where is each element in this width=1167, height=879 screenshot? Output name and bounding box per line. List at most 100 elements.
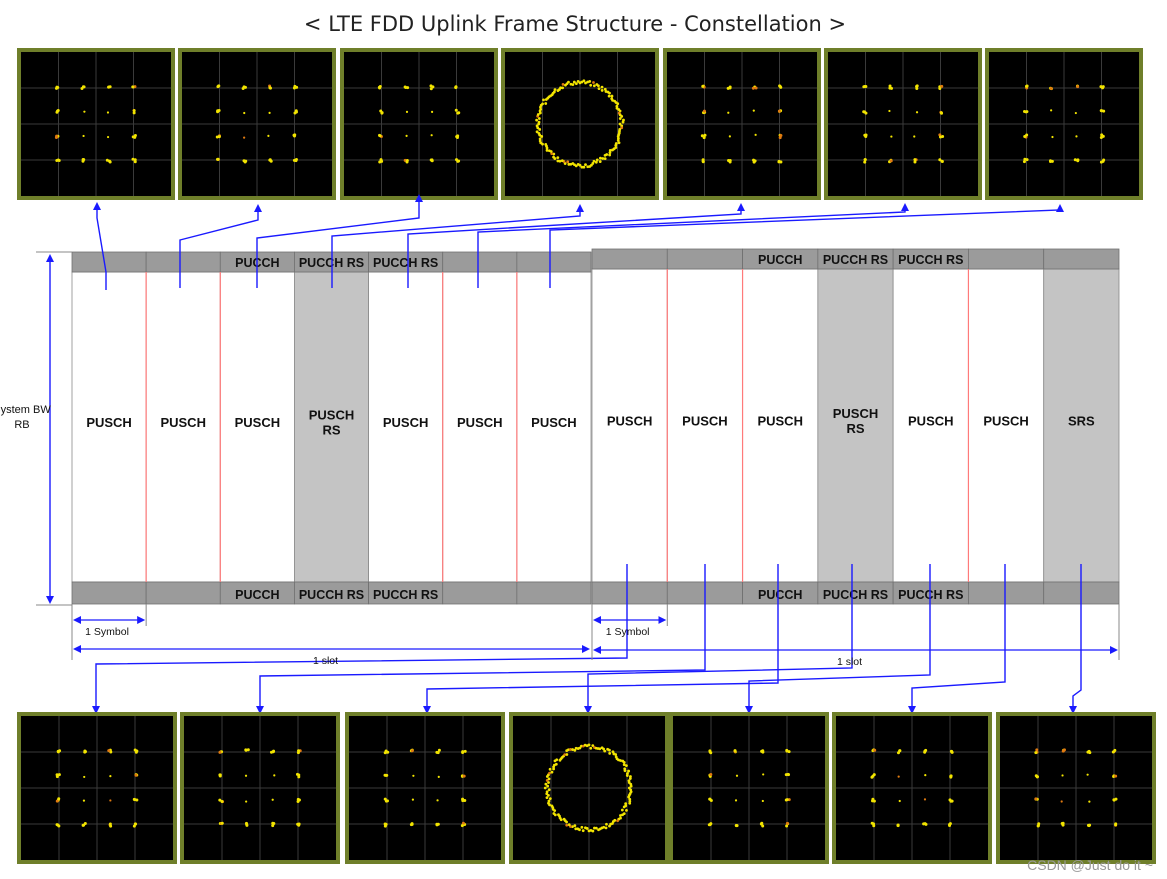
symbol-body bbox=[892, 268, 969, 583]
constellation-point bbox=[567, 162, 571, 166]
constellation-point bbox=[1102, 109, 1106, 113]
slot-width-label: 1 slot bbox=[313, 655, 338, 667]
constellation-point bbox=[135, 798, 139, 802]
constellation-point bbox=[559, 86, 562, 90]
constellation-point bbox=[293, 111, 297, 115]
constellation-point bbox=[620, 115, 624, 118]
symbol-label: PUSCH bbox=[757, 414, 803, 429]
constellation-point bbox=[544, 782, 548, 786]
constellation-point bbox=[1022, 160, 1026, 164]
constellation-point bbox=[1088, 823, 1092, 827]
constellation-point bbox=[620, 808, 624, 812]
top-control-band bbox=[1043, 248, 1120, 270]
constellation-point bbox=[1111, 750, 1115, 754]
constellation-point bbox=[1099, 136, 1103, 140]
top-control-band bbox=[666, 248, 743, 270]
constellation-point bbox=[1050, 109, 1053, 112]
bottom-connector-arrow bbox=[908, 564, 1006, 714]
top-control-band bbox=[968, 248, 1045, 270]
constellation-point bbox=[552, 152, 556, 156]
constellation-point bbox=[608, 751, 612, 755]
constellation-point bbox=[618, 122, 622, 126]
constellation-point bbox=[623, 769, 627, 773]
constellation-point bbox=[380, 111, 384, 115]
constellation-point bbox=[541, 102, 544, 106]
constellation-point bbox=[1023, 110, 1027, 114]
constellation-point bbox=[552, 812, 556, 815]
symbol-column: SRS bbox=[1043, 248, 1120, 605]
bottom-band-label: PUCCH RS bbox=[823, 588, 888, 602]
constellation-point bbox=[567, 823, 571, 827]
constellation-point bbox=[727, 159, 731, 163]
constellation-point bbox=[405, 159, 409, 163]
constellation-point bbox=[591, 744, 595, 747]
top-control-band bbox=[516, 251, 592, 273]
constellation-point bbox=[133, 85, 137, 89]
constellation-point bbox=[553, 88, 557, 92]
constellation-point bbox=[108, 822, 112, 826]
constellation-point bbox=[297, 749, 301, 753]
constellation-point bbox=[218, 773, 222, 777]
constellation-point bbox=[567, 748, 570, 752]
constellation-point bbox=[411, 798, 414, 801]
symbol-label: RS bbox=[322, 423, 340, 438]
constellation-point bbox=[735, 824, 739, 828]
constellation-point bbox=[624, 802, 628, 806]
constellation-point bbox=[924, 748, 928, 752]
constellation-point bbox=[578, 746, 582, 750]
bottom-control-band bbox=[71, 581, 147, 605]
constellation-point bbox=[538, 128, 542, 131]
constellation-point bbox=[244, 748, 248, 752]
constellation-point bbox=[243, 85, 247, 89]
constellation-point bbox=[727, 111, 730, 114]
constellation-point bbox=[1114, 774, 1118, 778]
constellation-point bbox=[754, 86, 758, 90]
constellation-point bbox=[586, 165, 590, 169]
constellation-point bbox=[627, 769, 631, 773]
constellation-point bbox=[940, 84, 944, 88]
constellation-point bbox=[292, 158, 296, 162]
constellation-point bbox=[703, 133, 707, 137]
constellation-point bbox=[243, 111, 246, 115]
symbol-body bbox=[591, 268, 668, 583]
constellation-point bbox=[572, 80, 576, 84]
symbol-label: PUSCH bbox=[86, 415, 132, 430]
symbol-body bbox=[817, 268, 894, 583]
constellation-point bbox=[608, 824, 611, 828]
constellation-point bbox=[1086, 750, 1090, 754]
constellation-point bbox=[611, 148, 614, 152]
constellation-point bbox=[273, 774, 276, 777]
constellation-point bbox=[429, 87, 433, 91]
bottom-constellation-4 bbox=[509, 712, 669, 864]
constellation-point bbox=[573, 824, 577, 828]
constellation-point bbox=[584, 81, 587, 85]
constellation-point bbox=[55, 775, 59, 779]
top-constellation-row bbox=[17, 48, 1143, 200]
constellation-point bbox=[701, 84, 705, 88]
constellation-point bbox=[536, 113, 540, 116]
constellation-point bbox=[751, 86, 755, 90]
constellation-point bbox=[761, 799, 764, 803]
constellation-point bbox=[429, 84, 433, 88]
symbol-label: PUSCH bbox=[457, 415, 503, 430]
diagram-title: < LTE FDD Uplink Frame Structure - Const… bbox=[303, 12, 847, 36]
constellation-point bbox=[243, 136, 246, 139]
constellation-point bbox=[862, 110, 866, 114]
constellation-point bbox=[628, 777, 632, 780]
symbol-column: PUSCH bbox=[145, 251, 221, 605]
constellation-point bbox=[628, 797, 632, 801]
constellation-point bbox=[83, 110, 86, 113]
constellation-point bbox=[537, 120, 541, 124]
constellation-point bbox=[548, 767, 552, 771]
symbol-label: PUSCH bbox=[383, 415, 429, 430]
constellation-point bbox=[589, 83, 593, 87]
constellation-point bbox=[785, 824, 789, 828]
constellation-point bbox=[597, 84, 600, 88]
constellation-point bbox=[1076, 85, 1080, 89]
symbol-label: PUSCH bbox=[983, 414, 1029, 429]
symbol-label: SRS bbox=[1068, 414, 1095, 429]
constellation-point bbox=[556, 156, 560, 160]
constellation-point bbox=[271, 750, 275, 754]
